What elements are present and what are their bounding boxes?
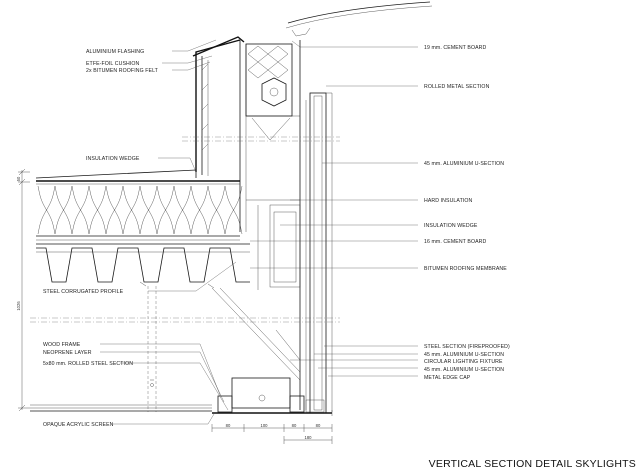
left-labels: ALUMINIUM FLASHING ETFE-FOIL CUSHION 2x … xyxy=(43,49,159,428)
label-steel-corrugated-profile: STEEL CORRUGATED PROFILE xyxy=(43,289,124,295)
dim-80-a: 80 xyxy=(226,423,231,428)
drawing-title: VERTICAL SECTION DETAIL SKYLIGHTS xyxy=(429,458,636,470)
insulation-loop-upper xyxy=(224,185,243,211)
insulation-loop-lower xyxy=(156,209,175,235)
insulation-loop-upper xyxy=(207,185,226,211)
insulation-loop-upper xyxy=(88,185,107,211)
label-opaque-acrylic-screen: OPAQUE ACRYLIC SCREEN xyxy=(43,422,114,428)
insulation-loop-lower xyxy=(54,209,73,235)
label-aluminium-u-section-1: 45 mm. ALUMINIUM U-SECTION xyxy=(424,161,504,167)
insulation-loop-upper xyxy=(190,185,209,211)
insulation-loop-lower xyxy=(139,209,158,235)
label-rolled-metal-section: ROLLED METAL SECTION xyxy=(424,84,490,90)
vertical-dimension: 50 1026 xyxy=(16,168,30,412)
insulation-loop-lower xyxy=(71,209,90,235)
lower-structure xyxy=(30,281,333,416)
dim-100: 100 xyxy=(261,423,269,428)
insulation-loop-upper xyxy=(37,185,56,211)
label-hard-insulation: HARD INSULATION xyxy=(424,198,473,204)
vertical-dim-main: 1026 xyxy=(16,301,21,311)
dim-80-c: 80 xyxy=(316,423,321,428)
insulation-loop-lower xyxy=(207,209,226,235)
insulation-loop-upper xyxy=(173,185,192,211)
label-aluminium-u-section-2: 45 mm. ALUMINIUM U-SECTION xyxy=(424,352,504,358)
right-leaders xyxy=(250,40,418,377)
bottom-dimension: 80 100 80 80 180 xyxy=(211,423,333,444)
dim-total: 180 xyxy=(305,435,313,440)
label-insulation-wedge-left: INSULATION WEDGE xyxy=(86,156,140,162)
dim-80-b: 80 xyxy=(292,423,297,428)
insulation-loop-lower xyxy=(122,209,141,235)
label-bitumen-roofing-felt: 2x BITUMEN ROOFING FELT xyxy=(86,68,159,74)
roof-buildup xyxy=(35,169,250,283)
insulation-loop-upper xyxy=(71,185,90,211)
insulation-loop-upper xyxy=(139,185,158,211)
label-cement-board-16: 16 mm. CEMENT BOARD xyxy=(424,239,486,245)
insulation-loop-lower xyxy=(37,209,56,235)
insulation-loop-lower xyxy=(224,209,243,235)
label-rolled-steel-section: 5x80 mm. ROLLED STEEL SECTION xyxy=(43,361,133,367)
insulation-loop-upper xyxy=(105,185,124,211)
label-steel-section-fireproofed: STEEL SECTION (FIREPROOFED) xyxy=(424,344,510,350)
label-aluminium-flashing: ALUMINIUM FLASHING xyxy=(86,49,144,55)
label-wood-frame: WOOD FRAME xyxy=(43,342,81,348)
insulation-loop-upper xyxy=(122,185,141,211)
right-labels: 19 mm. CEMENT BOARD ROLLED METAL SECTION… xyxy=(424,45,510,381)
label-insulation-wedge-right: INSULATION WEDGE xyxy=(424,223,478,229)
insulation-loop-lower xyxy=(190,209,209,235)
label-aluminium-u-section-3: 45 mm. ALUMINIUM U-SECTION xyxy=(424,367,504,373)
etfe-cushion-arc xyxy=(285,1,433,37)
insulation-loop-upper xyxy=(156,185,175,211)
label-cement-board-19: 19 mm. CEMENT BOARD xyxy=(424,45,486,51)
vertical-dim-top: 50 xyxy=(16,176,21,181)
label-neoprene-layer: NEOPRENE LAYER xyxy=(43,350,92,356)
left-leaders xyxy=(100,39,237,425)
curb-block xyxy=(245,43,300,141)
label-circular-lighting-fixture: CIRCULAR LIGHTING FIXTURE xyxy=(424,359,503,365)
insulation-loop-upper xyxy=(54,185,73,211)
insulation-loop-lower xyxy=(88,209,107,235)
insulation-loop-lower xyxy=(173,209,192,235)
label-metal-edge-cap: METAL EDGE CAP xyxy=(424,375,471,381)
reference-lines xyxy=(30,136,340,323)
insulation-loop-lower xyxy=(105,209,124,235)
label-bitumen-roofing-membrane: BITUMEN ROOFING MEMBRANE xyxy=(424,266,507,272)
label-etfe-foil-cushion: ETFE-FOIL CUSHION xyxy=(86,61,140,67)
parapet-upstand xyxy=(192,36,247,232)
